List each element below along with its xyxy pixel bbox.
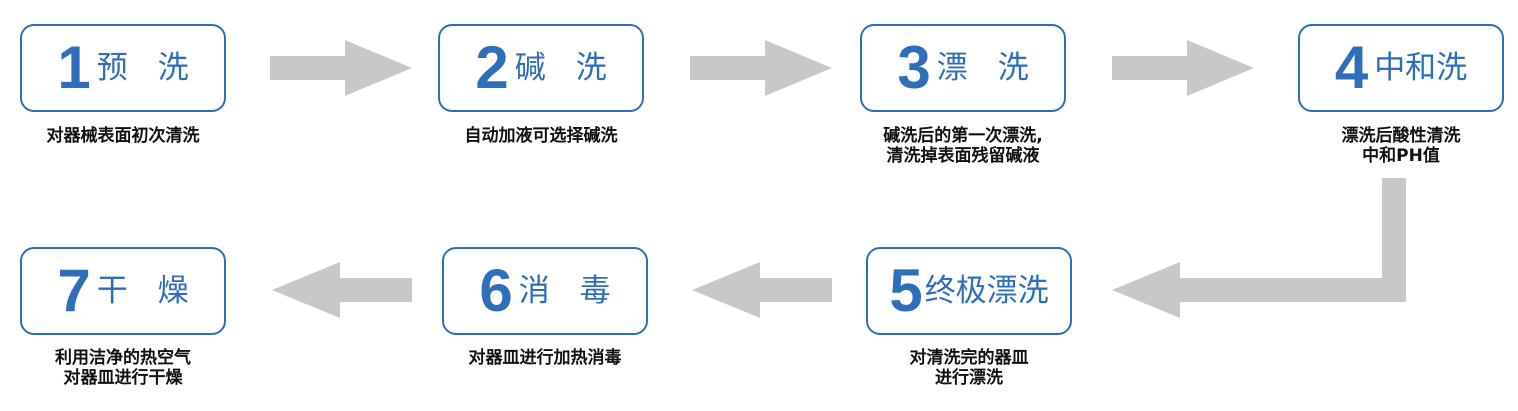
step-4-description: 漂洗后酸性清洗 中和PH值: [1271, 126, 1518, 166]
step-3-desc-line-1: 碱洗后的第一次漂洗,: [883, 126, 1043, 146]
step-1-desc-line: 对器械表面初次清洗: [46, 126, 200, 146]
arrow-elbow-4-5: [1112, 178, 1406, 318]
step-2-box: 2 碱 洗: [438, 24, 644, 112]
step-3-description: 碱洗后的第一次漂洗, 清洗掉表面残留碱液: [833, 126, 1093, 166]
step-5-desc-line-1: 对清洗完的器皿: [909, 348, 1029, 368]
step-6-desc-line: 对器皿进行加热消毒: [468, 348, 622, 368]
step-2-desc-line: 自动加液可选择碱洗: [464, 126, 618, 146]
step-1-description: 对器械表面初次清洗: [0, 126, 253, 146]
step-7-desc-line-1: 利用洁净的热空气: [55, 348, 191, 368]
step-7-desc-line-2: 对器皿进行干燥: [63, 368, 183, 388]
step-5-number: 5: [889, 257, 923, 324]
step-3-box: 3 漂 洗: [860, 24, 1066, 112]
step-6-box: 6 消 毒: [442, 247, 648, 335]
step-5-description: 对清洗完的器皿 进行漂洗: [839, 348, 1099, 388]
step-7-number: 7: [57, 257, 91, 324]
step-4-desc-line-1: 漂洗后酸性清洗: [1341, 126, 1461, 146]
step-1-number: 1: [57, 34, 91, 101]
step-4-label: 中和洗: [1374, 49, 1468, 86]
step-6-number: 6: [479, 257, 513, 324]
step-7-description: 利用洁净的热空气 对器皿进行干燥: [0, 348, 253, 388]
step-4-box: 4 中和洗: [1298, 24, 1504, 112]
step-5-desc-line-2: 进行漂洗: [935, 368, 1003, 388]
step-6-label: 消 毒: [518, 272, 621, 309]
arrow-right-1-2: [270, 40, 412, 96]
step-6-description: 对器皿进行加热消毒: [415, 348, 675, 368]
arrow-left-5-6: [692, 262, 832, 318]
step-1-label: 预 洗: [96, 49, 199, 86]
step-3-label: 漂 洗: [936, 49, 1039, 86]
step-7-box: 7 干 燥: [20, 247, 226, 335]
step-7-label: 干 燥: [96, 272, 199, 309]
step-4-desc-line-2: 中和PH值: [1362, 146, 1440, 166]
step-2-label: 碱 洗: [514, 49, 617, 86]
step-3-desc-line-2: 清洗掉表面残留碱液: [886, 146, 1040, 166]
step-2-description: 自动加液可选择碱洗: [411, 126, 671, 146]
step-4-number: 4: [1334, 34, 1369, 101]
step-1-box: 1 预 洗: [20, 24, 226, 112]
arrow-right-2-3: [690, 40, 832, 96]
step-3-number: 3: [897, 34, 931, 101]
arrow-right-3-4: [1112, 40, 1254, 96]
step-2-number: 2: [475, 34, 509, 101]
step-5-label: 终极漂洗: [924, 272, 1049, 309]
arrow-left-6-7: [272, 262, 412, 318]
step-5-box: 5 终极漂洗: [866, 247, 1072, 335]
